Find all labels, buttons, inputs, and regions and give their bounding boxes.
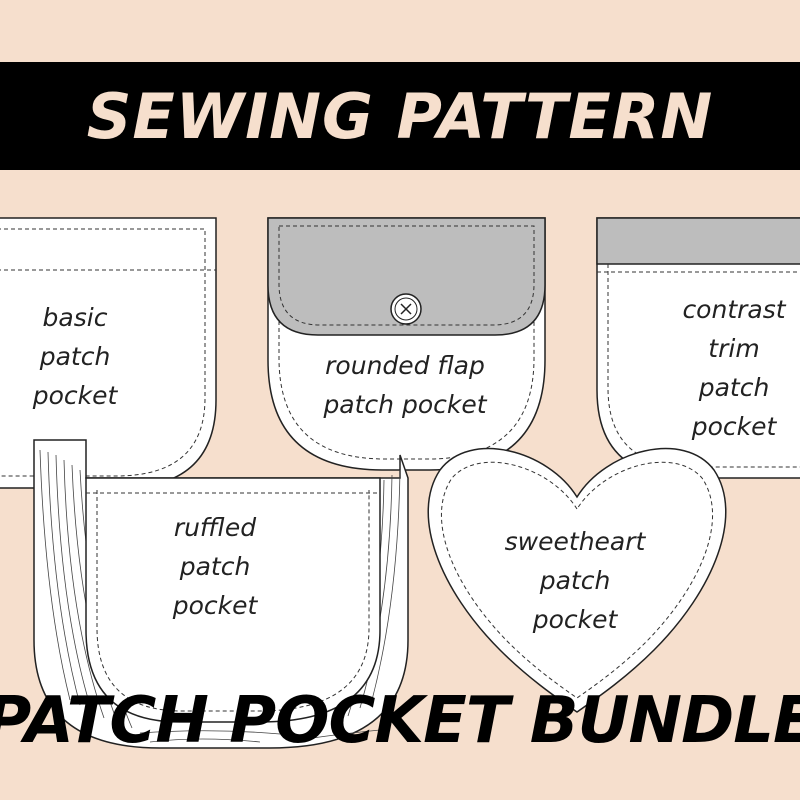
- sweetheart-pocket-label: sweetheart patch pocket: [504, 527, 646, 634]
- basic-pocket-label: basic patch pocket: [32, 303, 118, 410]
- sweetheart-pocket-shape: [427, 447, 727, 713]
- header-title: SEWING PATTERN: [86, 79, 714, 153]
- footer-title: PATCH POCKET BUNDLE: [0, 684, 800, 758]
- rounded-flap-pocket-shape: [267, 217, 546, 471]
- button-icon: [390, 293, 422, 325]
- ruffled-pocket-label: ruffled patch pocket: [172, 513, 258, 620]
- ruffled-pocket-shape: [33, 439, 409, 749]
- header-banner: [0, 62, 800, 170]
- contrast-trim-pocket-label: contrast trim patch pocket: [682, 295, 786, 441]
- rounded-flap-pocket-label: rounded flap patch pocket: [323, 351, 487, 419]
